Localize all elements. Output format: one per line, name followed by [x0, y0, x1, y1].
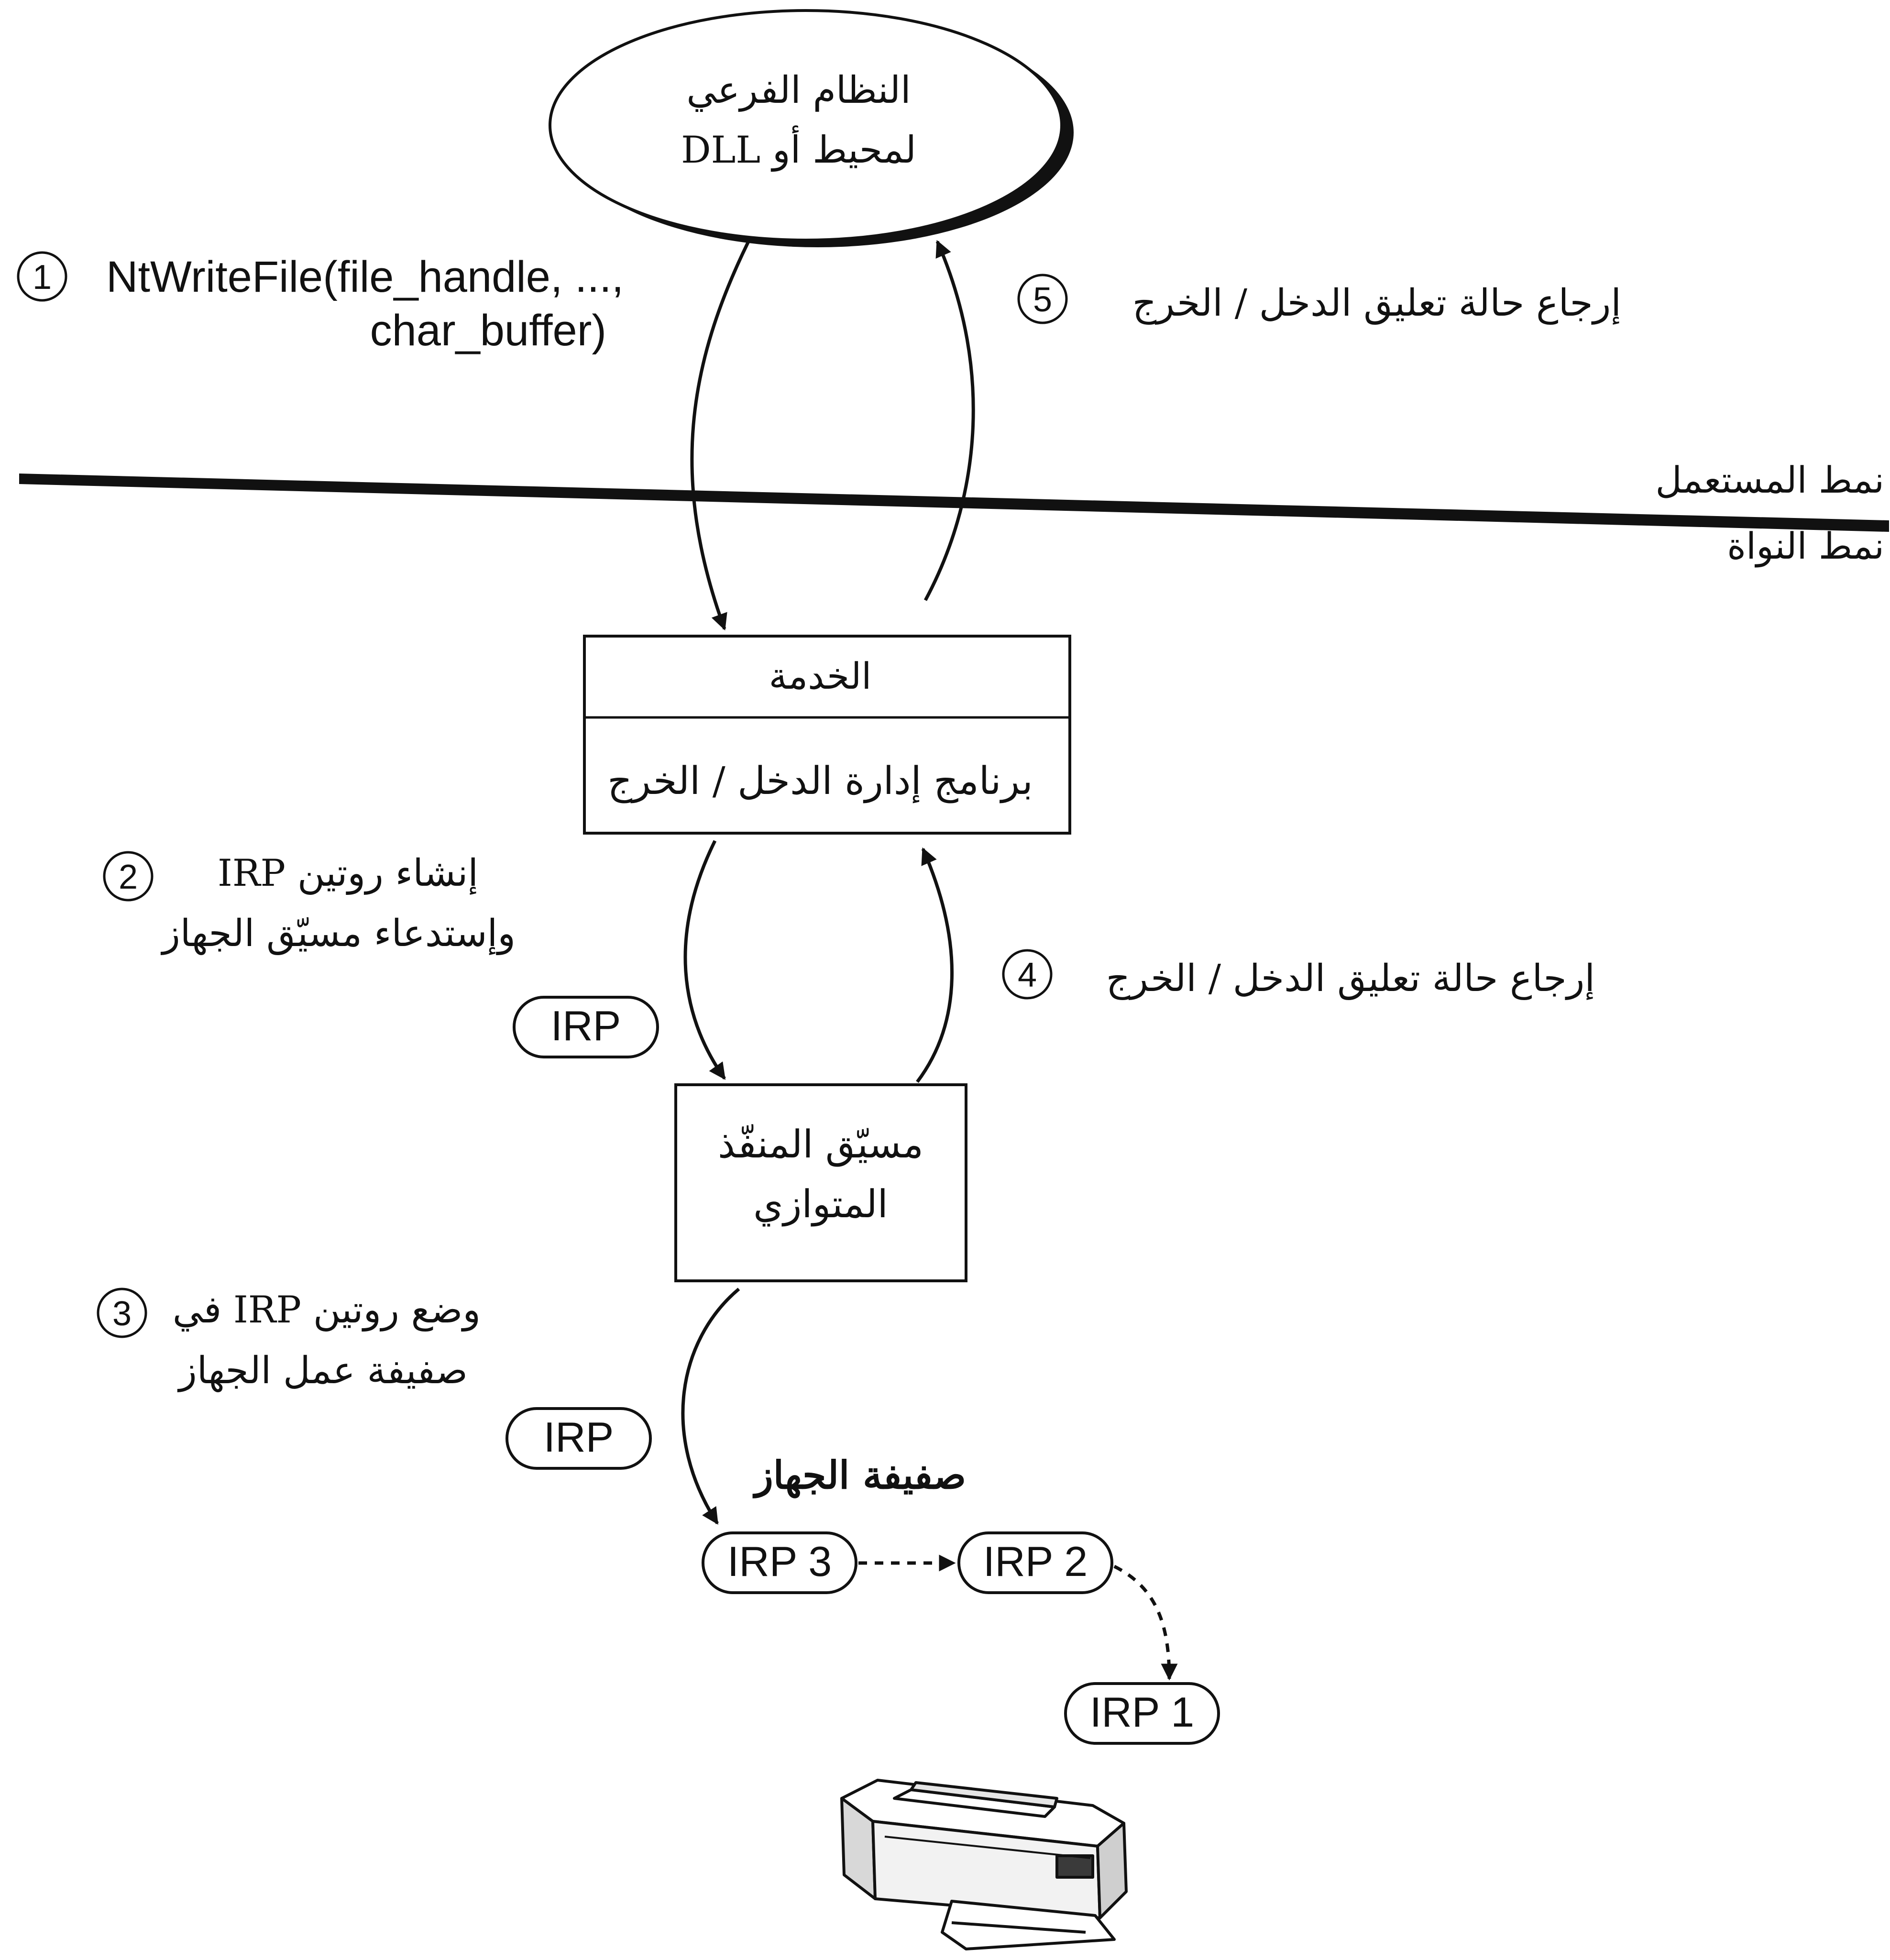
- step-1-line1: NtWriteFile(file_handle, ...,: [106, 253, 624, 301]
- irp-token-2-label: IRP: [544, 1413, 614, 1461]
- device-queue: IRP 3 IRP 2 IRP 1: [702, 1531, 1220, 1745]
- irp-token-1-label: IRP: [551, 1002, 621, 1049]
- subsystem-ellipse: [549, 9, 1063, 242]
- io-manager-label: برنامج إدارة الدخل / الخرج: [607, 759, 1033, 804]
- step-2: 2 إنشاء روتين IRP وإستدعاء مسيّق الجهاز: [103, 851, 516, 956]
- queue-item-irp-3-frame: [702, 1531, 857, 1594]
- step-3-line1: وضع روتين IRP في: [173, 1288, 481, 1332]
- step-4: 4 إرجاع حالة تعليق الدخل / الخرج: [1002, 949, 1595, 1001]
- io-manager-box-frame: [583, 635, 1071, 835]
- step-5: 5 إرجاع حالة تعليق الدخل / الخرج: [1017, 274, 1621, 325]
- arrow-driver-to-queue: [681, 1288, 740, 1525]
- irp-token-1-frame: [513, 996, 659, 1058]
- user-kernel-separator: [19, 473, 1889, 532]
- step-5-circle: [1017, 274, 1068, 324]
- step-1-number: 1: [33, 258, 52, 297]
- printer-icon: [840, 1779, 1128, 1950]
- subsystem-label-line2: لمحيط أو DLL: [681, 125, 916, 172]
- arrow-return-up: [923, 240, 975, 601]
- step-1-circle: [17, 251, 67, 302]
- step-1-line2: char_buffer): [370, 306, 606, 355]
- step-3-circle: [97, 1288, 147, 1338]
- queue-item-irp-2-label: IRP 2: [983, 1538, 1088, 1585]
- device-queue-title: صفيفة الجهاز: [752, 1453, 966, 1498]
- parallel-port-driver-box: مسيّق المنفّذ المتوازي: [674, 1083, 967, 1282]
- queue-item-irp-1-label: IRP 1: [1090, 1688, 1195, 1736]
- queue-item-irp-3: IRP 3: [702, 1531, 857, 1594]
- queue-item-irp-1: IRP 1: [1064, 1682, 1220, 1745]
- user-mode-label: نمط المستعمل: [1656, 459, 1885, 501]
- subsystem-node: النظام الفرعي لمحيط أو DLL: [549, 9, 1074, 247]
- irp-token-2: IRP: [505, 1407, 652, 1470]
- irp-token-1: IRP: [513, 996, 659, 1058]
- arrow-irp-to-driver: [683, 840, 726, 1080]
- step-2-number: 2: [119, 858, 138, 896]
- step-5-number: 5: [1033, 281, 1052, 319]
- step-1: 1 NtWriteFile(file_handle, ..., char_buf…: [17, 251, 624, 355]
- driver-label-line1: مسيّق المنفّذ: [718, 1122, 923, 1167]
- step-2-line1: إنشاء روتين IRP: [218, 852, 478, 895]
- io-manager-box: الخدمة برنامج إدارة الدخل / الخرج: [583, 635, 1071, 835]
- queue-item-irp-1-frame: [1064, 1682, 1220, 1745]
- kernel-mode-label: نمط النواة: [1727, 525, 1884, 568]
- service-header: الخدمة: [769, 655, 872, 697]
- queue-item-irp-2-frame: [957, 1531, 1113, 1594]
- arrow-irp2-to-irp1: [1113, 1564, 1178, 1681]
- irp-token-2-frame: [505, 1407, 652, 1470]
- driver-label-line2: المتوازي: [753, 1182, 888, 1227]
- step-2-circle: [103, 851, 154, 902]
- queue-item-irp-3-label: IRP 3: [727, 1538, 832, 1585]
- step-4-text: إرجاع حالة تعليق الدخل / الخرج: [1106, 957, 1595, 1001]
- arrow-call-down: [690, 241, 750, 631]
- arrow-status-to-iomanager: [916, 847, 954, 1083]
- step-4-number: 4: [1018, 956, 1037, 994]
- queue-item-irp-2: IRP 2: [957, 1531, 1113, 1594]
- step-3-line2: صفيفة عمل الجهاز: [177, 1349, 468, 1393]
- step-2-line2: وإستدعاء مسيّق الجهاز: [160, 912, 516, 956]
- step-4-circle: [1002, 949, 1053, 1000]
- subsystem-label-line1: النظام الفرعي: [686, 69, 911, 112]
- step-3-number: 3: [112, 1295, 132, 1333]
- step-5-text: إرجاع حالة تعليق الدخل / الخرج: [1132, 282, 1621, 325]
- step-3: 3 وضع روتين IRP في صفيفة عمل الجهاز: [97, 1288, 481, 1393]
- driver-box-frame: [674, 1083, 967, 1282]
